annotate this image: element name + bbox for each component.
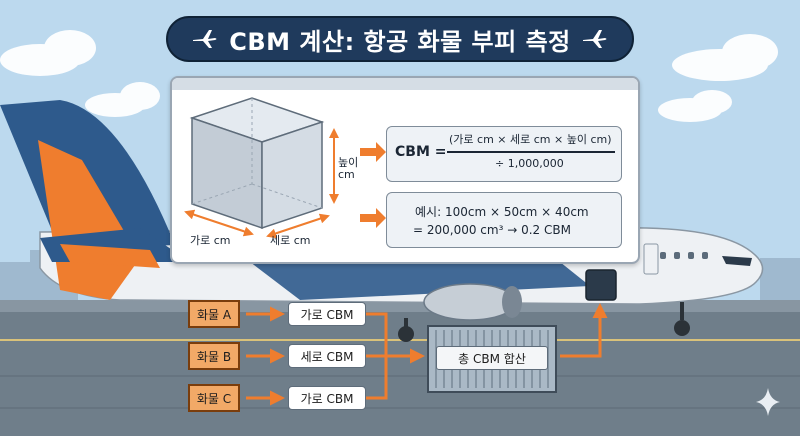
total-cbm-label: 총 CBM 합산 — [458, 351, 526, 366]
length-label: 가로 cm — [190, 234, 231, 247]
formula-box: CBM = (가로 cm × 세로 cm × 높이 cm) ÷ 1,000,00… — [386, 126, 622, 182]
landing-gear — [398, 302, 690, 342]
height-unit-label: cm — [338, 168, 355, 181]
formula-lhs: CBM = — [395, 144, 447, 160]
cbm-a-label: 가로 CBM — [300, 307, 354, 322]
arrow-container-to-plane — [560, 303, 608, 358]
formula-numerator: (가로 cm × 세로 cm × 높이 cm) — [449, 133, 612, 146]
airplane-icon — [582, 30, 607, 48]
cargo-a-label: 화물 A — [196, 307, 232, 322]
cargo-door — [585, 269, 617, 301]
example-line-2: = 200,000 cm³ → 0.2 CBM — [413, 223, 571, 237]
cbm-a-box: 가로 CBM — [288, 302, 366, 326]
cbm-b-box: 세로 CBM — [288, 344, 366, 368]
cbm-c-box: 가로 CBM — [288, 386, 366, 410]
example-box: 예시: 100cm × 50cm × 40cm = 200,000 cm³ → … — [386, 192, 622, 248]
width-label: 세로 cm — [270, 234, 311, 247]
title-banner: CBM 계산: 항공 화물 부피 측정 — [166, 16, 634, 62]
cargo-c-label: 화물 C — [196, 391, 232, 406]
formula-panel: 높이 cm 가로 cm 세로 cm CBM = (가로 cm × 세로 cm ×… — [170, 76, 640, 264]
airplane-icon — [193, 30, 217, 48]
cargo-b-label: 화물 B — [196, 349, 232, 364]
cargo-b-box: 화물 B — [188, 342, 240, 370]
height-label: 높이 — [338, 156, 359, 169]
sparkle-icon — [756, 388, 780, 416]
cargo-c-box: 화물 C — [188, 384, 240, 412]
example-line-1: 예시: 100cm × 50cm × 40cm — [415, 205, 589, 219]
cbm-b-label: 세로 CBM — [300, 349, 354, 364]
fraction-line — [447, 151, 615, 153]
cube-diagram — [184, 97, 339, 239]
page-title: CBM 계산: 항공 화물 부피 측정 — [229, 27, 571, 56]
cbm-c-label: 가로 CBM — [300, 391, 354, 406]
total-cbm-label-box: 총 CBM 합산 — [436, 346, 548, 370]
cargo-a-box: 화물 A — [188, 300, 240, 328]
panel-arrows — [360, 142, 386, 228]
airplane-wing — [250, 262, 590, 300]
formula-denominator: ÷ 1,000,000 — [495, 157, 564, 170]
